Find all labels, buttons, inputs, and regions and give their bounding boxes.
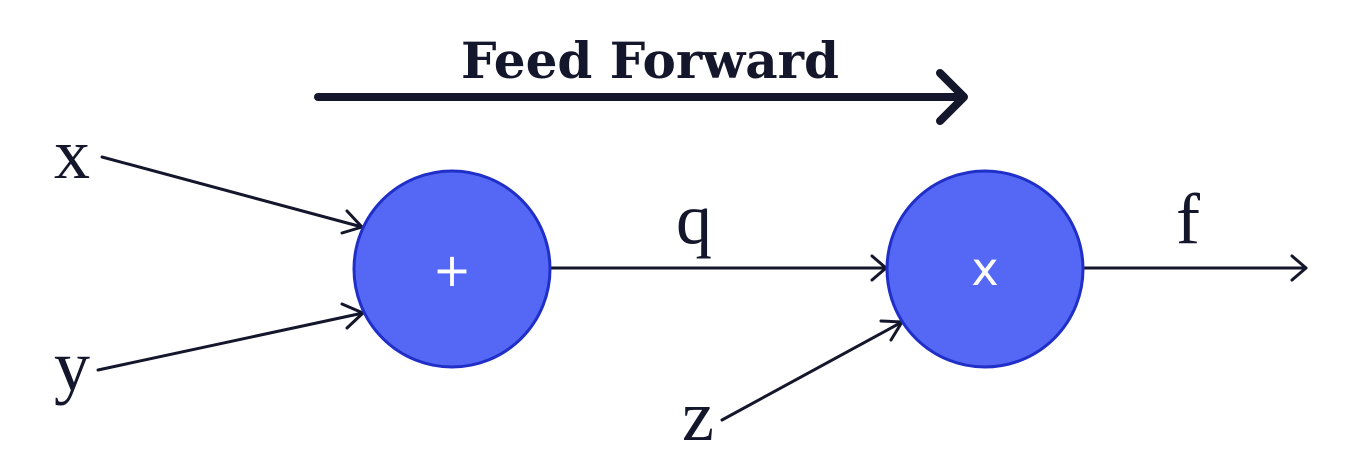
multiply-node-label: x — [971, 242, 998, 296]
edge-z-to-multiply — [720, 319, 904, 422]
edge-label-f: f — [1176, 179, 1200, 259]
multiply-node: x — [885, 169, 1085, 369]
input-label-z: z — [682, 376, 714, 456]
add-node: + — [352, 169, 552, 369]
edge-multiply-to-output — [1080, 254, 1308, 282]
diagram-title: Feed Forward — [461, 31, 839, 90]
edge-x-to-add — [100, 155, 364, 235]
edge-label-q: q — [676, 179, 712, 259]
input-label-x: x — [54, 114, 90, 194]
input-label-y: y — [54, 326, 90, 406]
add-node-label: + — [433, 243, 472, 297]
edge-add-to-multiply — [548, 254, 888, 282]
feed-forward-arrow — [314, 69, 968, 125]
edge-y-to-add — [96, 302, 365, 372]
